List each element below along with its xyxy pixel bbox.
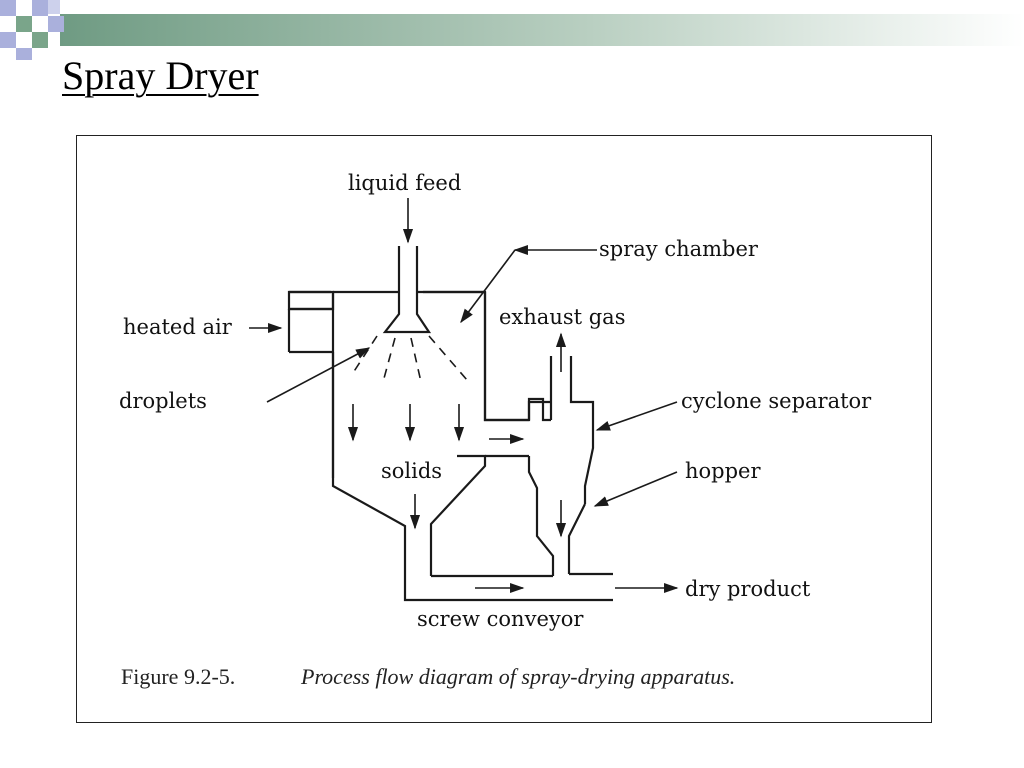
label-hopper: hopper <box>685 459 761 483</box>
label-solids: solids <box>381 459 442 483</box>
spray-chamber-right-wall <box>429 454 487 576</box>
spray-pattern <box>350 335 468 383</box>
cyclone-separator <box>527 356 595 574</box>
slide-title: Spray Dryer <box>62 53 259 98</box>
label-droplets: droplets <box>119 389 207 413</box>
header-gradient-bar <box>60 14 1024 46</box>
figure-frame: liquid feed spray chamber exhaust gas he… <box>76 135 932 723</box>
label-cyclone-separator: cyclone separator <box>681 389 872 413</box>
cyclone-pointer <box>595 401 678 431</box>
label-spray-chamber: spray chamber <box>599 237 759 261</box>
hopper-pointer <box>593 471 678 507</box>
exhaust-duct <box>483 292 529 458</box>
header-decoration <box>0 0 1024 60</box>
spray-nozzle <box>382 246 432 334</box>
spray-chamber-leader <box>460 249 516 324</box>
label-liquid-feed: liquid feed <box>348 171 461 195</box>
header-square-pattern <box>0 0 64 60</box>
label-dry-product: dry product <box>685 577 811 601</box>
spray-chamber-wall <box>287 290 335 311</box>
label-exhaust-gas: exhaust gas <box>499 305 625 329</box>
label-heated-air: heated air <box>123 315 233 339</box>
spray-dryer-diagram: liquid feed spray chamber exhaust gas he… <box>119 171 872 689</box>
droplets-pointer <box>266 347 371 403</box>
screw-conveyor <box>403 574 613 602</box>
figure-number: Figure 9.2-5. <box>121 664 235 689</box>
spray-chamber-cone <box>331 352 407 588</box>
label-screw-conveyor: screw conveyor <box>417 607 584 631</box>
hopper <box>551 572 613 576</box>
spray-chamber-top <box>289 290 485 311</box>
figure-caption: Process flow diagram of spray-drying app… <box>300 664 735 689</box>
